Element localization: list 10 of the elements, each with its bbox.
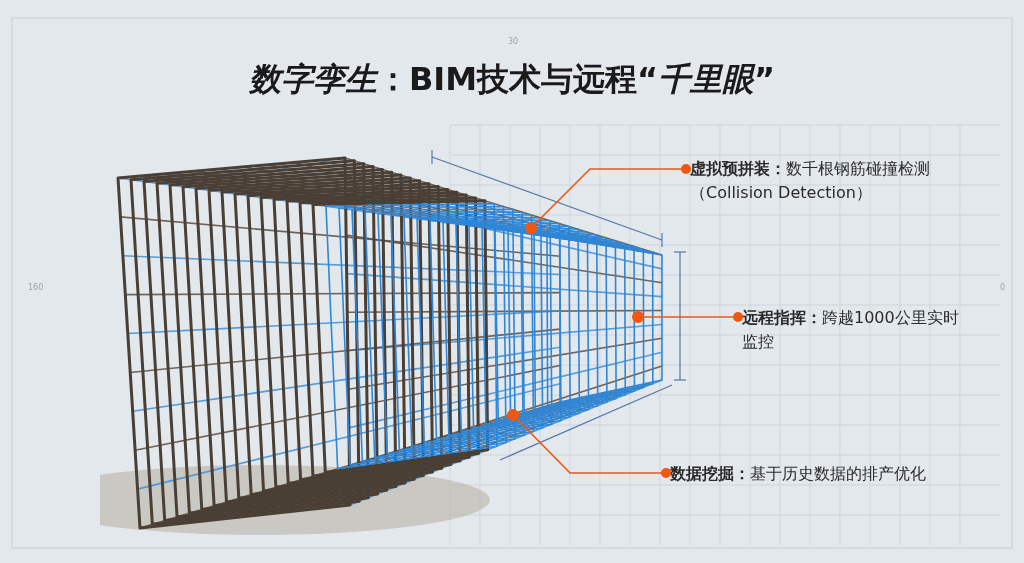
leader-line bbox=[643, 312, 743, 322]
title: 数字孪生：BIM技术与远程“千里眼” bbox=[247, 59, 777, 100]
leader-line bbox=[516, 418, 671, 478]
ruler-number: 30 bbox=[508, 36, 519, 48]
ruler-number: 0 bbox=[1000, 282, 1006, 294]
callout-text: 数据挖掘：基于历史数据的排产优化 bbox=[670, 463, 927, 485]
callout-text: 远程指挥：跨越1000公里实时监控 bbox=[742, 307, 960, 353]
ruler-number: 160 bbox=[28, 282, 44, 294]
leader-line bbox=[534, 164, 691, 225]
callout-text: 虚拟预拼装：数千根钢筋碰撞检测（Collision Detection） bbox=[690, 158, 931, 204]
